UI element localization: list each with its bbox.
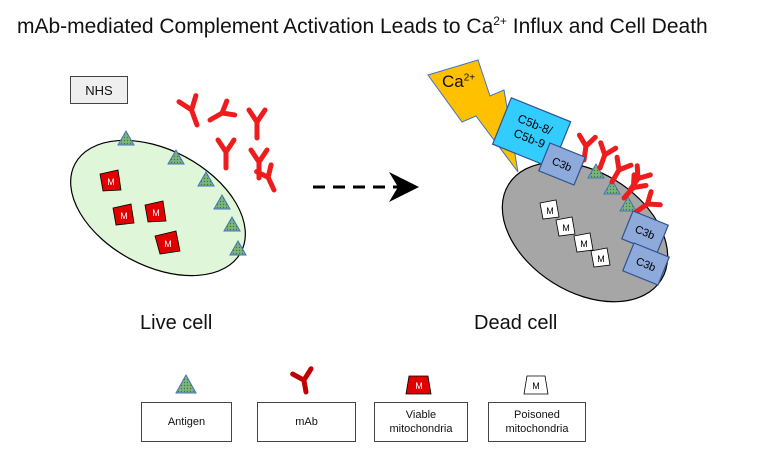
legend-poisoned: Poisoned mitochondria: [488, 402, 586, 442]
nhs-box: NHS: [70, 76, 128, 104]
dead-cell-label: Dead cell: [474, 312, 558, 334]
live-cell: M M M M: [70, 130, 247, 277]
poisoned-mitochondrion: M: [539, 199, 560, 220]
legend-viable: Viable mitochondria: [374, 402, 468, 442]
legend-mab-label: mAb: [295, 416, 318, 428]
calcium-charge: 2+: [463, 72, 476, 84]
title-superscript: 2+: [493, 14, 507, 28]
antibody-icon: [609, 154, 634, 185]
antibody-icon: [215, 137, 237, 171]
legend-mab: mAb: [257, 402, 356, 442]
nhs-label: NHS: [85, 82, 113, 98]
legend-antigen-label: Antigen: [167, 416, 206, 428]
c3b-box: C3b: [621, 242, 671, 286]
antibody-icon: [207, 98, 238, 123]
title-main: mAb-mediated Complement Activation Leads…: [17, 15, 494, 38]
antibody-icon: [633, 189, 663, 215]
antigen-marker: [117, 130, 135, 146]
legend-poisoned-line1: Poisoned: [514, 409, 560, 421]
poisoned-mitochondrion: M: [573, 232, 594, 253]
mito-letter: M: [120, 211, 128, 221]
mito-letter: M: [107, 177, 115, 187]
poisoned-mitochondrion: M: [555, 216, 576, 237]
poisoned-mitochondrion: M: [590, 247, 611, 268]
mito-letter: M: [532, 381, 540, 391]
antibody-icon: [597, 140, 619, 171]
calcium-label: Ca2+: [442, 72, 475, 92]
legend-antigen-icon: [175, 373, 197, 394]
viable-mitochondrion: M: [144, 200, 167, 223]
calcium-symbol: Ca: [442, 72, 464, 91]
legend-mab-icon: [290, 366, 314, 395]
legend-poisoned-mito-icon: M: [523, 375, 549, 395]
legend-viable-mito-icon: M: [405, 375, 432, 395]
viable-mitochondrion: M: [112, 203, 135, 226]
mito-letter: M: [164, 239, 172, 249]
legend-poisoned-line2: mitochondria: [505, 423, 569, 435]
mito-letter: M: [597, 254, 605, 264]
diagram-title: mAb-mediated Complement Activation Leads…: [17, 14, 708, 39]
mito-letter: M: [562, 223, 570, 233]
mito-letter: M: [415, 381, 423, 391]
free-antibodies: [176, 93, 277, 193]
legend-viable-line2: mitochondria: [389, 423, 453, 435]
c3b-box: C3b: [537, 142, 587, 186]
antibody-icon: [176, 93, 200, 128]
viable-mitochondrion: M: [154, 230, 181, 255]
mito-letter: M: [580, 239, 588, 249]
title-rest: Influx and Cell Death: [506, 15, 708, 38]
antibody-icon: [254, 162, 277, 193]
antibody-icon: [627, 163, 653, 193]
viable-mitochondrion: M: [99, 169, 122, 192]
legend-viable-line1: Viable: [405, 409, 437, 421]
live-cell-label: Live cell: [140, 312, 213, 334]
bound-antibodies: [576, 132, 663, 215]
legend-antigen: Antigen: [141, 402, 232, 442]
mito-letter: M: [152, 208, 160, 218]
antibody-icon: [246, 107, 268, 141]
mito-letter: M: [546, 206, 554, 216]
